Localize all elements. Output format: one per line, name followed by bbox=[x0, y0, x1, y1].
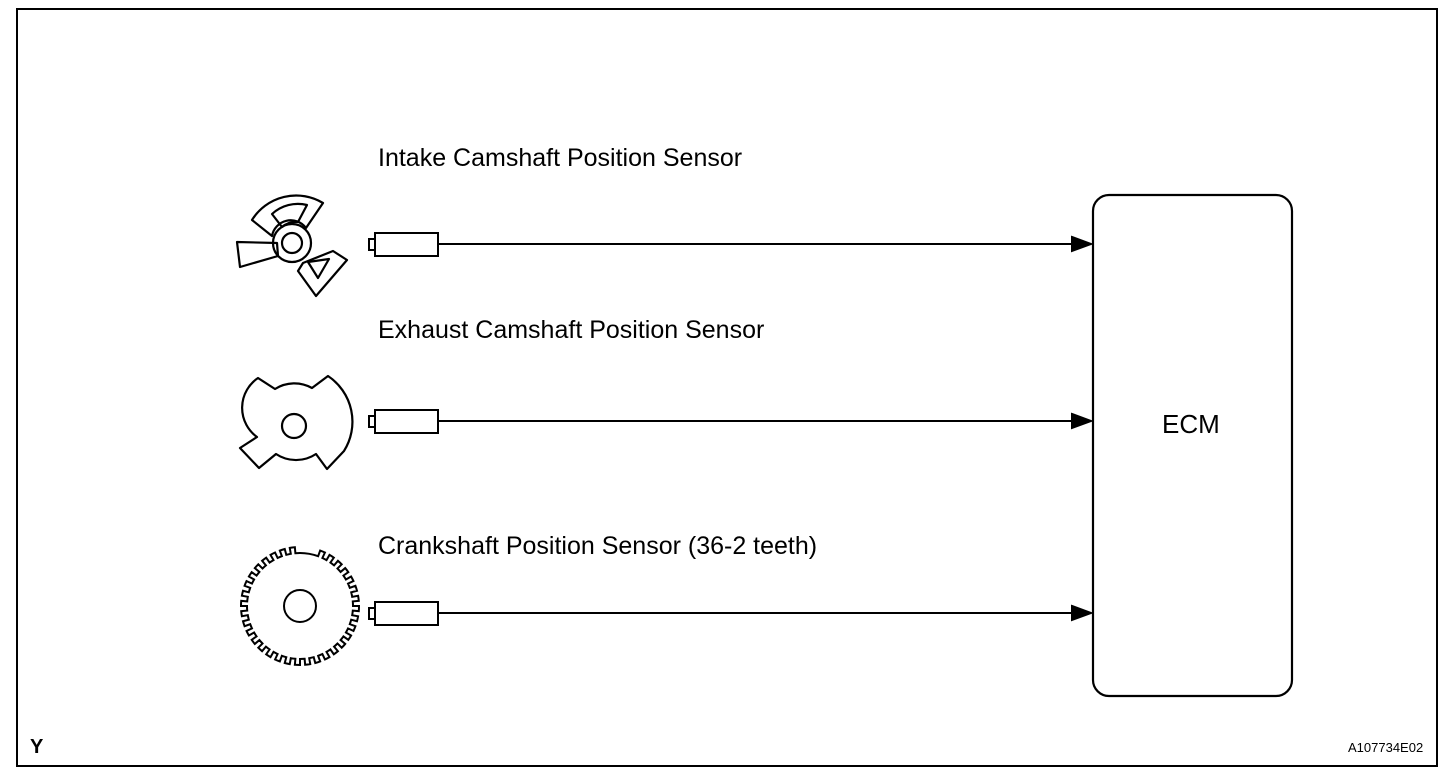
intake-sensor-label: Intake Camshaft Position Sensor bbox=[378, 144, 743, 172]
intake-signal-link bbox=[368, 232, 1094, 257]
intake-arrowhead bbox=[1071, 235, 1094, 253]
exhaust-camshaft-rotor-icon bbox=[238, 374, 354, 471]
ecm-box bbox=[1091, 193, 1294, 698]
figure-code: A107734E02 bbox=[1348, 740, 1424, 755]
exhaust-connector-tip bbox=[368, 415, 376, 428]
crankshaft-toothed-wheel-icon bbox=[239, 546, 361, 667]
crank-connector-tip bbox=[368, 607, 376, 620]
exhaust-arrowhead bbox=[1071, 412, 1094, 430]
exhaust-signal-link bbox=[368, 409, 1094, 434]
ecm-label: ECM bbox=[1162, 409, 1220, 439]
intake-camshaft-rotor-icon bbox=[235, 194, 349, 298]
crank-sensor-label: Crankshaft Position Sensor (36-2 teeth) bbox=[378, 532, 818, 560]
crank-signal-link bbox=[368, 601, 1094, 626]
exhaust-sensor-connector bbox=[374, 409, 439, 434]
corner-mark: Y bbox=[30, 736, 44, 758]
intake-sensor-connector bbox=[374, 232, 439, 257]
crank-arrowhead bbox=[1071, 604, 1094, 622]
crank-sensor-connector bbox=[374, 601, 439, 626]
exhaust-sensor-label: Exhaust Camshaft Position Sensor bbox=[378, 316, 765, 344]
diagram-border bbox=[16, 8, 1438, 767]
intake-connector-tip bbox=[368, 238, 376, 251]
